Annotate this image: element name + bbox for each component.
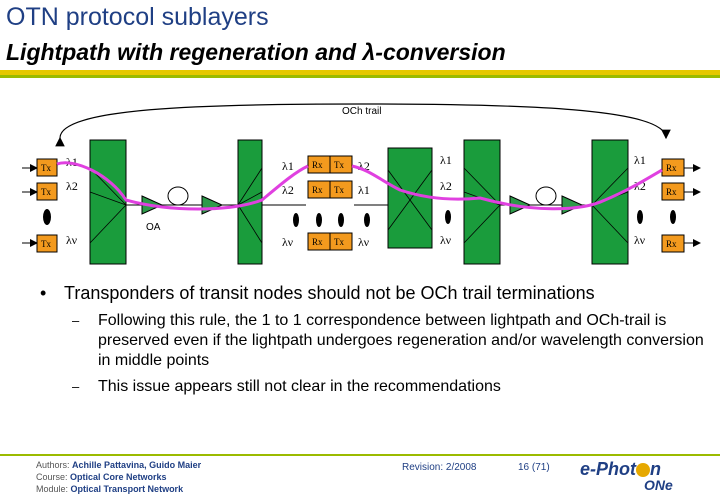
tx-box-1 — [36, 158, 58, 177]
rx-label-n2-2: Rx — [312, 185, 323, 195]
tx-box-2 — [36, 182, 58, 201]
tx-label-1: Tx — [41, 163, 51, 173]
oxc-node3 — [387, 147, 433, 249]
lambda1-label-b: λ1 — [282, 159, 294, 173]
tx-box-n2-1 — [329, 155, 353, 174]
lightpath-segment-2 — [351, 164, 663, 211]
logo-o-icon — [636, 463, 650, 478]
och-trail-label: OCh trail — [342, 106, 381, 117]
lambdan-label-e: λν — [634, 233, 646, 247]
lambda1-label-e: λ1 — [634, 153, 646, 167]
rx-label-n2-1: Rx — [312, 160, 323, 170]
bullet-sub-2-text: This issue appears still not clear in th… — [98, 378, 501, 395]
footer-rule — [0, 454, 720, 456]
tx-label-n2-2: Tx — [334, 185, 344, 195]
page-number: 16 (71) — [518, 462, 550, 473]
lambda2-label-b: λ2 — [282, 183, 294, 197]
slide-title: OTN protocol sublayers — [6, 3, 269, 31]
module-label: Module: — [36, 484, 69, 494]
bullet-sub-1-text: Following this rule, the 1 to 1 correspo… — [98, 312, 704, 369]
logo-sub-text: ONe — [644, 477, 673, 493]
rx-label-3: Rx — [666, 239, 677, 249]
rx-box-1 — [661, 158, 685, 177]
bullet-dot: • — [40, 283, 47, 303]
lambda1-label-c: λ1 — [358, 183, 370, 197]
bullet-list: • Transponders of transit nodes should n… — [40, 282, 710, 397]
lambda2-label-d: λ2 — [440, 179, 452, 193]
slide-subtitle: Lightpath with regeneration and λ-conver… — [6, 39, 506, 65]
fiber-spool-2 — [535, 186, 557, 206]
title-rule — [0, 70, 720, 75]
footer-credits: Authors: Achille Pattavina, Guido Maier … — [36, 459, 201, 495]
tx-label-2: Tx — [41, 187, 51, 197]
bullet-main: • Transponders of transit nodes should n… — [40, 282, 710, 305]
lambda2-label-c: λ2 — [358, 159, 370, 173]
tx-label-n2-1: Tx — [334, 160, 344, 170]
tx-box-n2-3 — [329, 232, 353, 251]
lambdan-label-c: λν — [358, 235, 370, 249]
lightpath-segment-1 — [56, 161, 309, 211]
tx-box-n2-2 — [329, 180, 353, 199]
och-trail-arc — [55, 103, 671, 147]
lambda2-label-a: λ2 — [66, 179, 78, 193]
lambda1-label-d: λ1 — [440, 153, 452, 167]
ephoton-logo: e-Phot n ONe — [580, 459, 673, 493]
bullet-sub-2: – This issue appears still not clear in … — [72, 377, 710, 397]
tx-label-3: Tx — [41, 239, 51, 249]
tx-label-n2-3: Tx — [334, 237, 344, 247]
rx-box-2 — [661, 182, 685, 201]
lightpath-diagram: OCh trail OA Tx Tx Tx Rx — [22, 103, 701, 265]
bullet-sub-1: – Following this rule, the 1 to 1 corres… — [72, 311, 710, 371]
lambda2-label-e: λ2 — [634, 179, 646, 193]
amplifier-4 — [561, 195, 584, 215]
rx-label-1: Rx — [666, 163, 677, 173]
course-label: Course: — [36, 472, 68, 482]
oa-label: OA — [146, 222, 161, 233]
logo-main-text: e-Phot — [580, 459, 636, 479]
fiber-spool-1 — [167, 186, 189, 206]
logo-n-text: n — [650, 459, 661, 479]
bullet-dash: – — [72, 379, 80, 394]
rx-label-n2-3: Rx — [312, 237, 323, 247]
bullet-main-text: Transponders of transit nodes should not… — [64, 283, 595, 303]
rx-label-2: Rx — [666, 187, 677, 197]
amplifier-2 — [201, 195, 224, 215]
bullet-dash: – — [72, 313, 80, 328]
authors-value: Achille Pattavina, Guido Maier — [72, 460, 202, 470]
title-rule-accent — [0, 75, 720, 78]
module-value: Optical Transport Network — [70, 484, 184, 494]
rx-box-3 — [661, 234, 685, 253]
authors-label: Authors: — [36, 460, 70, 470]
lambdan-label-d: λν — [440, 233, 452, 247]
lambdan-label-b: λν — [282, 235, 294, 249]
mux-left — [89, 139, 127, 265]
lambdan-label-a: λν — [66, 233, 78, 247]
revision: Revision: 2/2008 — [402, 462, 477, 473]
tx-box-3 — [36, 234, 58, 253]
course-value: Optical Core Networks — [70, 472, 167, 482]
